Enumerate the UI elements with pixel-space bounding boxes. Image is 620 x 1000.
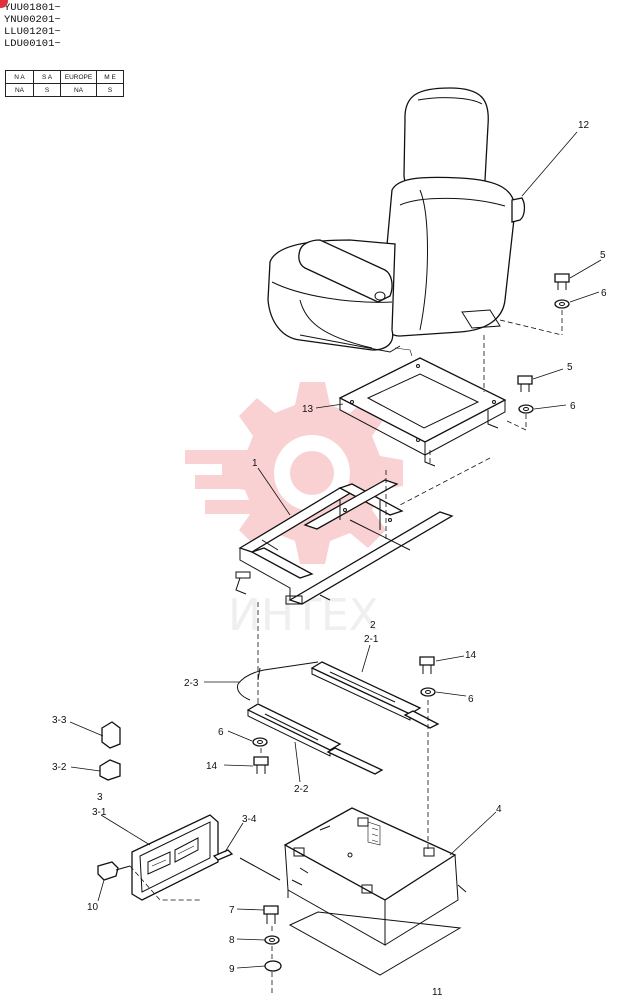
- serial-range-4: LDU00101~: [4, 38, 61, 50]
- callout-washer-top: 6: [601, 288, 607, 299]
- callout-spacer: 9: [229, 964, 235, 975]
- callout-bolt-top: 5: [600, 250, 606, 261]
- callout-bolt-rail-left: 14: [206, 761, 218, 772]
- callout-rail-rod: 2-3: [184, 678, 199, 689]
- serial-range-3: LLU01201~: [4, 26, 61, 38]
- watermark-gear-icon: [185, 382, 403, 564]
- callout-washer-bracket: 6: [570, 401, 576, 412]
- market-applicability-table: N A S A EUROPE M E NA S NA S: [5, 70, 124, 97]
- serial-range-2: YNU00201~: [4, 14, 61, 26]
- callout-pin: 3-4: [242, 814, 257, 825]
- callout-bracket: 13: [302, 404, 314, 415]
- serial-number-list: YUU01801~ YNU00201~ LLU01201~ LDU00101~: [4, 2, 61, 50]
- callout-lever-plate: 3-1: [92, 807, 107, 818]
- seat-part: [267, 87, 526, 357]
- callout-lever-assy: 3: [97, 792, 103, 803]
- frame-part: [235, 479, 454, 605]
- callout-clip-b: 3-2: [52, 762, 67, 773]
- callout-frame: 1: [252, 458, 258, 469]
- cover-part: [239, 857, 462, 976]
- base-part: [283, 807, 467, 946]
- callout-bolt-base: 7: [229, 905, 235, 916]
- bracket-part: [338, 357, 507, 467]
- callout-washer-base: 8: [229, 935, 235, 946]
- callout-rail-right: 2-1: [364, 634, 379, 645]
- callout-slide-rail: 2: [370, 620, 376, 631]
- market-value-me: S: [96, 83, 124, 97]
- callout-labels: 12 5 6 5 6 13 1 2 2-1 2-3 14 6 6 14 2-2 …: [52, 120, 607, 998]
- alignment-lines: [129, 310, 563, 995]
- callout-bolt-rail-right: 14: [465, 650, 477, 661]
- leader-lines: [69, 131, 602, 969]
- watermark: ИНТЕХ: [185, 382, 403, 641]
- callout-rail-left: 2-2: [294, 784, 309, 795]
- fasteners: [252, 273, 570, 972]
- callout-clip-a: 3-3: [52, 715, 67, 726]
- market-value-row: NA S NA S: [5, 83, 124, 97]
- serial-range-1: YUU01801~: [4, 2, 61, 14]
- slide-rail-part: [237, 661, 440, 775]
- callout-cover: 11: [432, 987, 443, 998]
- market-value-na: NA: [5, 83, 34, 97]
- callout-bolt-bracket: 5: [567, 362, 573, 373]
- corner-badge-icon: [0, 0, 8, 8]
- callout-base: 4: [496, 804, 502, 815]
- callout-washer-rail-right: 6: [468, 694, 474, 705]
- callout-knob: 10: [87, 902, 99, 913]
- lever-assembly-part: [97, 721, 234, 901]
- callout-seat: 12: [578, 120, 590, 131]
- callout-washer-rail-left: 6: [218, 727, 224, 738]
